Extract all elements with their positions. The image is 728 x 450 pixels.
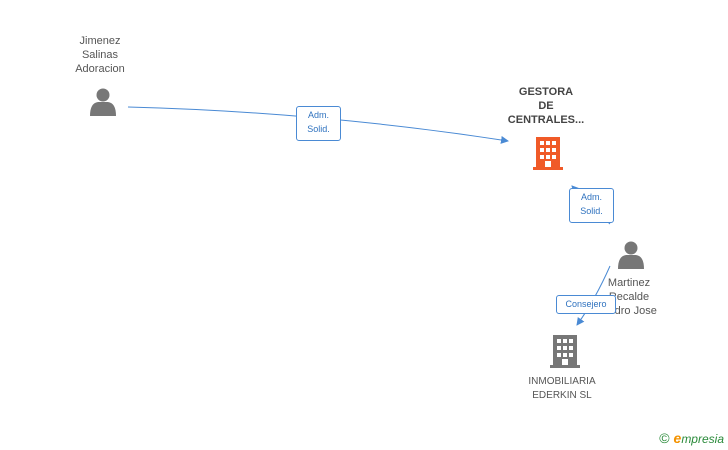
edge-label-adm-solid[interactable]: Adm. Solid. [296,106,341,141]
node-label-line: INMOBILIARIA [528,376,596,387]
node-label-line: Salinas [81,49,119,61]
node-label-line: Recalde [608,291,650,303]
node-label-inmobiliaria[interactable]: INMOBILIARIA EDERKIN SL [512,375,612,403]
brand-name: mpresia [681,432,724,446]
brand-initial: e [673,430,682,446]
edge-label-line: Adm. [580,192,602,202]
node-label-jimenez[interactable]: Jimenez Salinas Adoracion [60,34,140,76]
empresia-watermark: ©empresia [659,430,724,446]
person-icon[interactable] [90,88,116,117]
node-label-line: EDERKIN SL [532,390,592,401]
copyright-symbol: © [659,430,670,446]
node-label-line: CENTRALES... [507,114,585,126]
node-label-line: GESTORA [518,86,574,98]
edge-label-line: Solid. [580,206,603,216]
edge-label-consejero[interactable]: Consejero [556,295,616,314]
node-label-line: Adoracion [75,63,125,75]
edge-label-line: Adm. [307,110,329,120]
node-label-line: Jimenez [79,35,121,47]
edge-label-line: Solid. [307,124,330,134]
edge-label-adm-solid[interactable]: Adm. Solid. [569,188,614,223]
node-label-gestora[interactable]: GESTORA DE CENTRALES... [496,85,596,127]
edge-label-line: Consejero [565,299,607,309]
building-icon[interactable] [550,335,580,368]
node-label-line: DE [538,100,554,112]
node-label-line: Martinez [607,277,651,289]
person-icon[interactable] [618,241,644,270]
building-icon[interactable] [533,137,563,170]
